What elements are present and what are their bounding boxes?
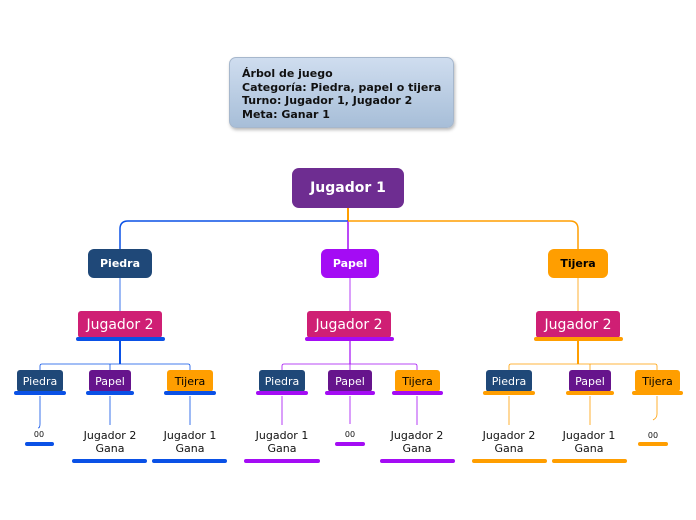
response-node[interactable]: Tijera — [635, 370, 680, 392]
response-underline — [483, 391, 535, 395]
response-node[interactable]: Tijera — [167, 370, 213, 392]
opponent-underline — [534, 337, 623, 341]
result-underline — [472, 459, 547, 463]
move-node-papel[interactable]: Papel — [321, 249, 379, 278]
response-node[interactable]: Piedra — [486, 370, 532, 392]
info-title: Árbol de juego — [242, 67, 333, 80]
response-underline — [632, 391, 683, 395]
response-underline — [392, 391, 443, 395]
response-node[interactable]: Piedra — [17, 370, 63, 392]
result-underline — [152, 459, 227, 463]
move-node-tijera[interactable]: Tijera — [548, 249, 608, 278]
result-underline — [335, 442, 365, 446]
result-underline — [552, 459, 627, 463]
response-underline — [256, 391, 308, 395]
response-node[interactable]: Tijera — [395, 370, 440, 392]
response-underline — [164, 391, 216, 395]
info-turn: Turno: Jugador 1, Jugador 2 — [242, 94, 413, 107]
result-underline — [72, 459, 147, 463]
info-category: Categoría: Piedra, papel o tijera — [242, 80, 442, 94]
result-underline — [380, 459, 455, 463]
info-box: Árbol de juego Categoría: Piedra, papel … — [229, 57, 454, 128]
info-goal: Meta: Ganar 1 — [242, 107, 330, 121]
result-draw: 00 — [344, 430, 356, 439]
opponent-node-tijera[interactable]: Jugador 2 — [536, 311, 620, 338]
response-underline — [325, 391, 375, 395]
opponent-underline — [305, 337, 394, 341]
result-underline — [244, 459, 320, 463]
response-node[interactable]: Piedra — [259, 370, 305, 392]
root-node[interactable]: Jugador 1 — [292, 168, 404, 208]
result-draw: 00 — [33, 430, 45, 439]
response-underline — [86, 391, 134, 395]
opponent-node-piedra[interactable]: Jugador 2 — [78, 311, 162, 338]
response-node[interactable]: Papel — [569, 370, 611, 392]
response-underline — [566, 391, 614, 395]
move-node-piedra[interactable]: Piedra — [88, 249, 152, 278]
result-underline — [25, 442, 54, 446]
result-underline — [638, 442, 668, 446]
response-node[interactable]: Papel — [89, 370, 131, 392]
opponent-node-papel[interactable]: Jugador 2 — [307, 311, 391, 338]
opponent-underline — [76, 337, 165, 341]
result-draw: 00 — [647, 431, 659, 440]
response-underline — [14, 391, 66, 395]
response-node[interactable]: Papel — [328, 370, 372, 392]
